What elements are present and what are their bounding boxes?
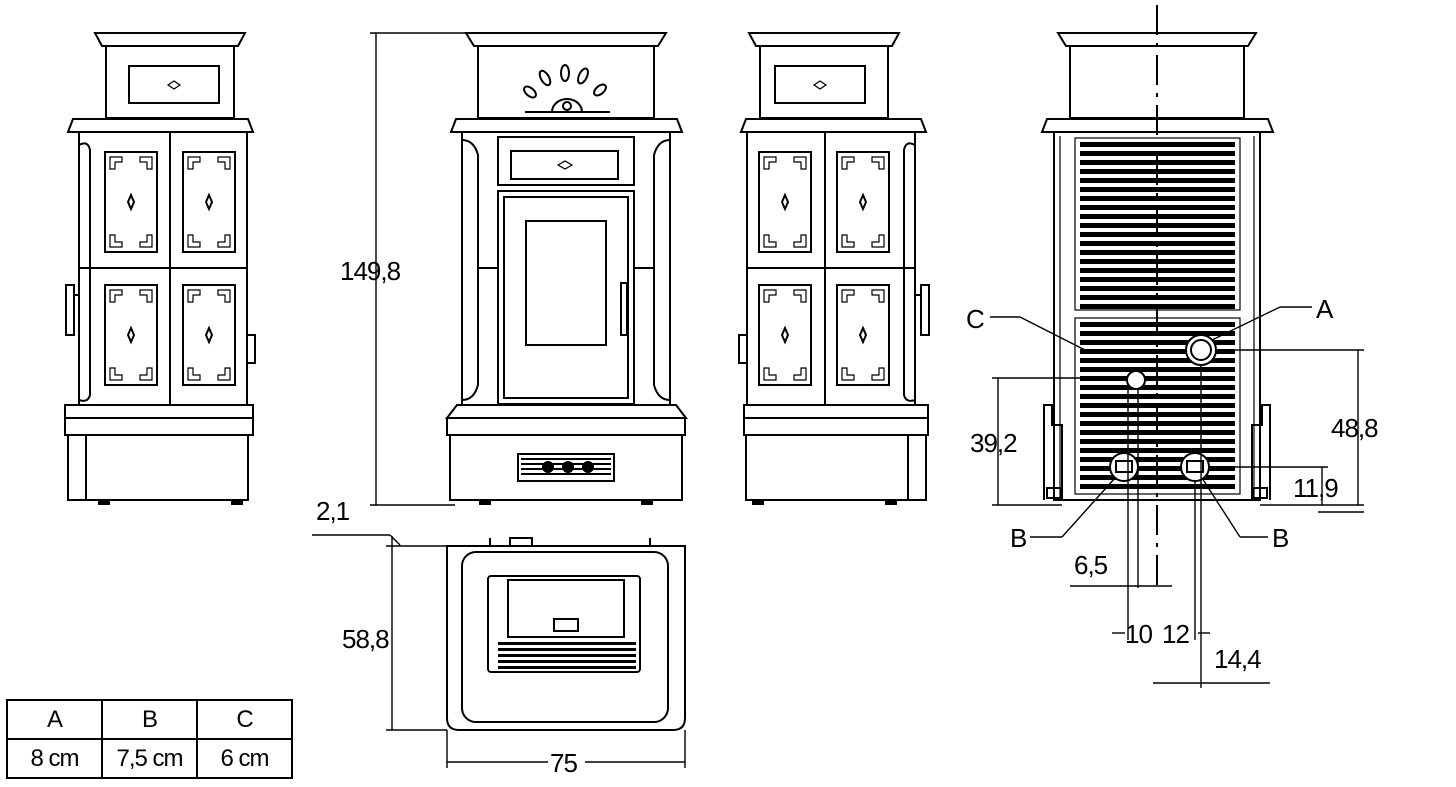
spec-value-a: 8 cm xyxy=(6,738,103,779)
spec-header-c: C xyxy=(196,699,293,740)
dim-width: 75 xyxy=(550,748,577,778)
dim-outlet-a-height: 48,8 xyxy=(1331,413,1378,443)
side-view-left xyxy=(64,32,256,505)
dim-depth: 58,8 xyxy=(342,624,389,654)
dim-height-total: 149,8 xyxy=(340,256,401,286)
spec-value-b: 7,5 cm xyxy=(101,738,198,779)
dimension-lines xyxy=(312,32,1364,768)
grille-slat xyxy=(1080,250,1235,255)
spec-header-row: A B C xyxy=(6,699,293,740)
dim-top-offset: 2,1 xyxy=(316,496,350,526)
grille-slat xyxy=(1080,385,1235,390)
dim-offset-b-left: 10 xyxy=(1125,619,1152,649)
dim-offset-c: 6,5 xyxy=(1074,550,1108,580)
grille-slat xyxy=(1080,286,1235,291)
callout-b-left: B xyxy=(1010,523,1026,553)
grille-slat xyxy=(1080,349,1235,354)
dim-outlet-b-height: 11,9 xyxy=(1293,473,1338,503)
callout-b-right: B xyxy=(1272,523,1288,553)
dimension-labels: 149,8 2,1 58,8 75 39,2 48,8 11,9 6,5 10 … xyxy=(316,256,1379,778)
side-view-right xyxy=(738,32,930,505)
spec-header-a: A xyxy=(6,699,103,740)
top-view xyxy=(446,537,686,731)
outlet-spec-table: A B C 8 cm 7,5 cm 6 cm xyxy=(6,699,293,779)
dim-offset-a: 14,4 xyxy=(1214,644,1261,674)
dim-offset-b-right: 12 xyxy=(1162,619,1189,649)
spec-header-b: B xyxy=(101,699,198,740)
grille-slat xyxy=(1080,448,1235,453)
front-view xyxy=(444,32,689,505)
grille-slat xyxy=(1080,295,1235,300)
spec-value-c: 6 cm xyxy=(196,738,293,779)
grille-slat xyxy=(1080,484,1235,489)
flame-ornament xyxy=(523,64,610,113)
grille-slat xyxy=(1080,340,1235,345)
grille-slat xyxy=(1080,187,1235,192)
grille-slat xyxy=(1080,196,1235,201)
dim-outlet-c-height: 39,2 xyxy=(970,428,1017,458)
callout-a: A xyxy=(1316,294,1334,324)
callout-c: C xyxy=(966,304,984,334)
rear-view xyxy=(1040,5,1275,590)
spec-value-row: 8 cm 7,5 cm 6 cm xyxy=(6,738,293,779)
grille-slat xyxy=(1080,439,1235,444)
grille-slat xyxy=(1080,151,1235,156)
